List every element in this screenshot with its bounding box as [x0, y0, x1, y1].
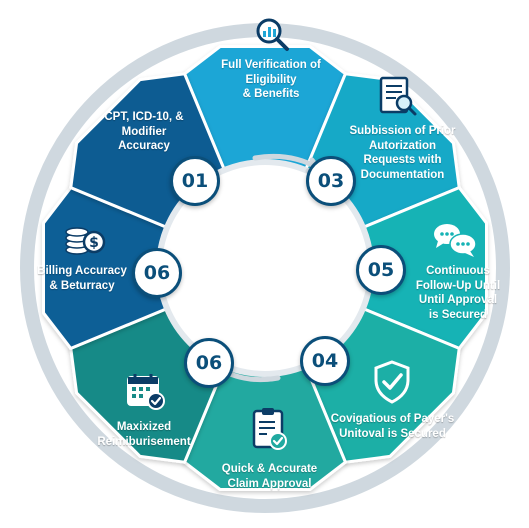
- step-badge-04: 04: [300, 336, 350, 386]
- step-badge-01: 01: [170, 156, 220, 206]
- magnifier-chart-icon: [256, 18, 289, 51]
- step-badge-06-bottom: 06: [184, 338, 234, 388]
- step-badge-05: 05: [356, 245, 406, 295]
- clipboard-check-icon: [252, 408, 287, 450]
- calendar-check-icon: [127, 374, 165, 410]
- shield-check-icon: [374, 360, 410, 404]
- step-badge-06-left: 06: [132, 248, 182, 298]
- coins-dollar-icon: $: [65, 227, 106, 255]
- document-magnifier-icon: [379, 76, 417, 116]
- center-hub: [159, 162, 371, 374]
- chat-bubbles-icon: [434, 224, 477, 257]
- segment-left-text: Billing Accuracy& Beturracy: [37, 265, 127, 292]
- step-badge-03: 03: [306, 156, 356, 206]
- svg-text:$: $: [89, 235, 99, 251]
